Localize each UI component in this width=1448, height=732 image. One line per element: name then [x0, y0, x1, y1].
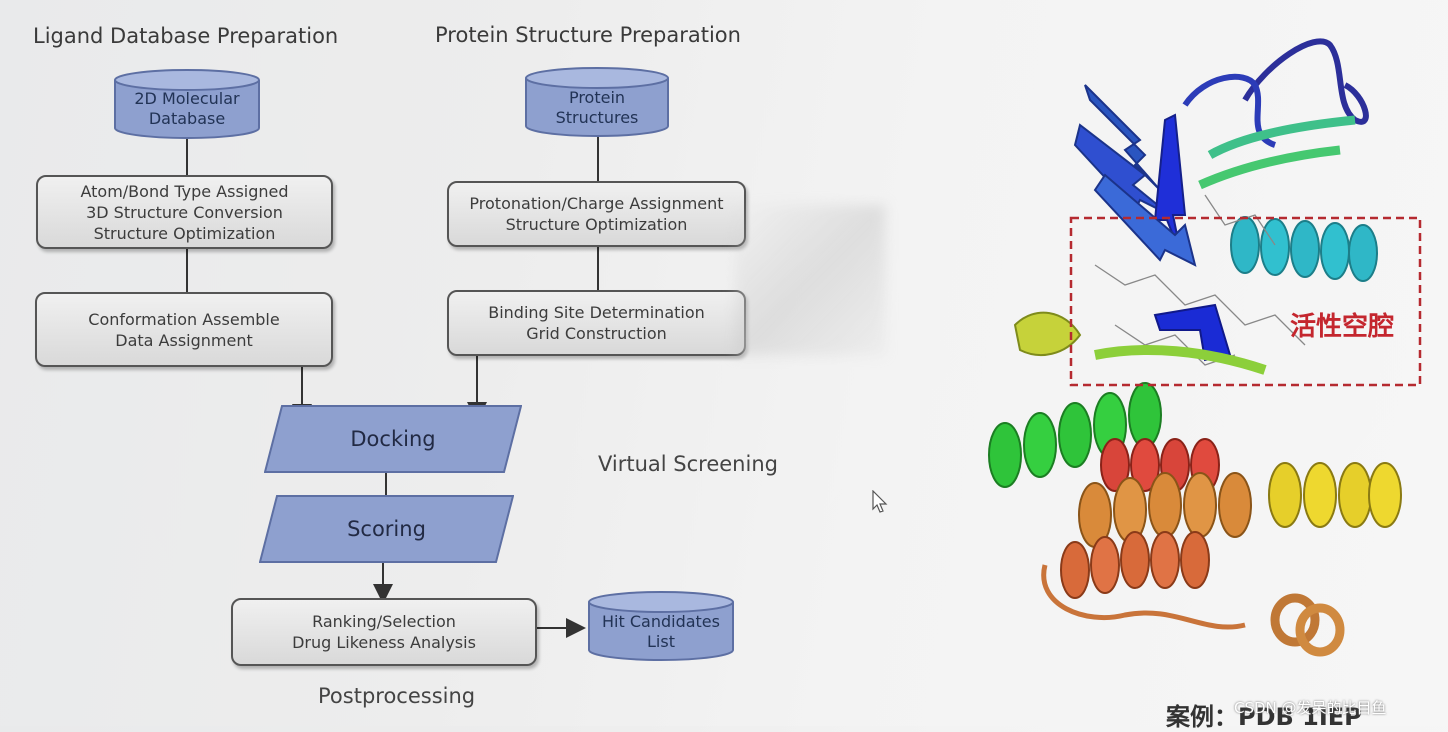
active-site-box — [1069, 216, 1422, 387]
beta-sheet — [1093, 173, 1197, 267]
protein-ribbon-structure-image — [988, 38, 1422, 657]
parallelogram-shape — [264, 405, 522, 473]
beta-strand-active — [1153, 303, 1232, 362]
ribbon-strand — [1207, 115, 1356, 159]
database-cylinder-shape — [588, 591, 734, 661]
hit-candidates-label-line2: List — [647, 632, 675, 651]
step-line: Drug Likeness Analysis — [292, 633, 476, 652]
csdn-watermark: CSDN @发呆的比目鱼 — [1234, 699, 1387, 717]
step-line: Conformation Assemble — [88, 309, 280, 329]
ligand-database-cylinder: 2D Molecular Database — [113, 68, 261, 140]
database-cylinder-shape — [114, 69, 260, 139]
step-line: Binding Site Determination — [488, 303, 705, 322]
alpha-helix-orange-red — [1060, 531, 1210, 599]
step-line: Atom/Bond Type Assigned — [80, 181, 289, 201]
protonation-step-box: Protonation/Charge Assignment Structure … — [447, 181, 746, 247]
conformation-assemble-box: Conformation Assemble Data Assignment — [35, 292, 333, 367]
hit-candidates-label-line1: Hit Candidates — [602, 612, 720, 631]
parallelogram-shape — [259, 495, 514, 563]
ranking-selection-box: Ranking/Selection Drug Likeness Analysis — [231, 598, 537, 666]
ribbon-loop — [1242, 38, 1369, 125]
protein-section-heading: Protein Structure Preparation — [435, 23, 741, 47]
hit-candidates-cylinder: Hit Candidates List — [587, 590, 735, 662]
active-site-label: 活性空腔 — [1290, 312, 1395, 342]
ribbon-strand — [1198, 145, 1341, 190]
docking-label: Docking — [350, 427, 436, 451]
beta-sheet — [1073, 123, 1171, 216]
beta-sheet — [1084, 84, 1161, 191]
step-line: Grid Construction — [526, 324, 667, 343]
ligand-database-label-line2: Database — [148, 109, 226, 128]
alpha-helix-red — [1100, 438, 1220, 492]
virtual-screening-label: Virtual Screening — [598, 452, 778, 476]
step-line: Structure Optimization — [505, 215, 688, 234]
alpha-helix-brown — [1270, 593, 1345, 657]
step-line: 3D Structure Conversion — [86, 202, 283, 222]
ribbon-strand — [1094, 345, 1267, 375]
blurred-patch — [735, 205, 885, 355]
step-line: Structure Optimization — [93, 223, 276, 243]
scoring-shape: Scoring — [259, 495, 514, 563]
ligand-section-heading: Ligand Database Preparation — [33, 24, 339, 48]
database-cylinder-shape — [525, 67, 669, 137]
alpha-helix-cyan — [1230, 216, 1378, 282]
scoring-label: Scoring — [347, 517, 426, 541]
ligand-preparation-step-box: Atom/Bond Type Assigned 3D Structure Con… — [36, 175, 333, 249]
binding-site-step-box: Binding Site Determination Grid Construc… — [447, 290, 746, 356]
step-line: Data Assignment — [115, 330, 253, 350]
ribbon-loop — [1041, 564, 1246, 630]
step-line: Ranking/Selection — [312, 612, 456, 631]
mouse-cursor-icon — [872, 490, 888, 513]
postprocessing-label: Postprocessing — [318, 684, 476, 708]
docking-shape: Docking — [264, 405, 522, 473]
protein-structures-cylinder: Protein Structures — [524, 66, 670, 138]
ligand-database-label-line1: 2D Molecular — [134, 89, 240, 108]
step-line: Protonation/Charge Assignment — [469, 194, 724, 213]
alpha-helix-yellow — [1268, 462, 1402, 528]
ribbon-segment — [1013, 311, 1082, 356]
protein-structures-label-line2: Structures — [555, 108, 639, 127]
protein-structures-label-line1: Protein — [568, 88, 626, 107]
